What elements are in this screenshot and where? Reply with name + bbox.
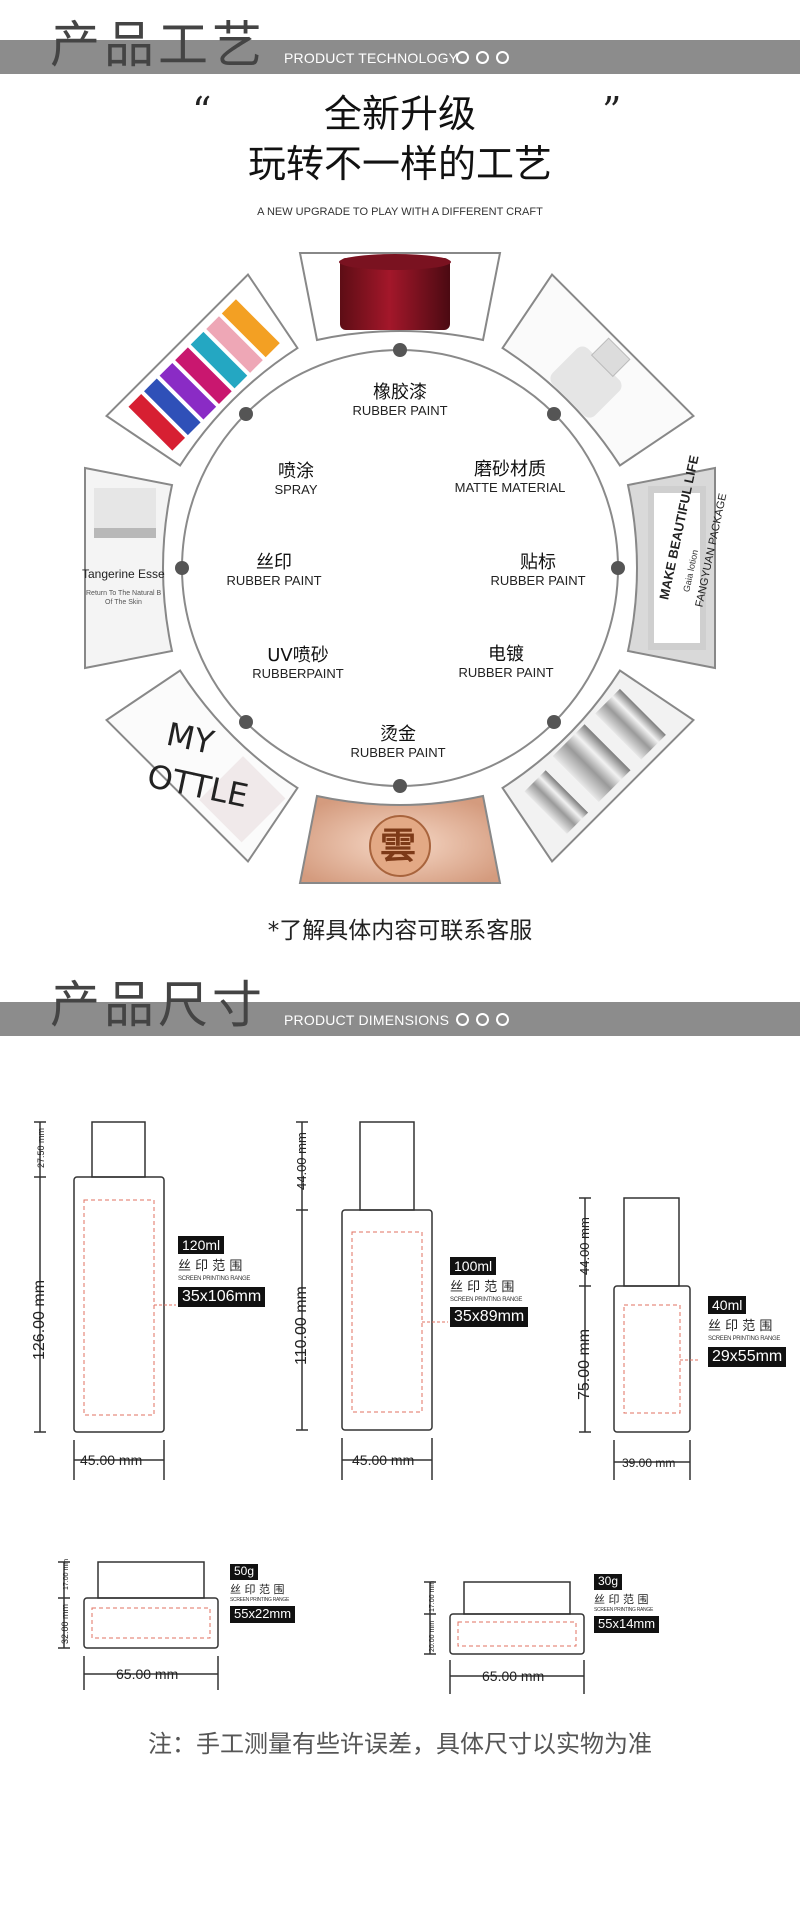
ring-dots <box>175 343 625 793</box>
screen-print-label-en: SCREEN PRINTING RANGE <box>450 1297 523 1303</box>
headline-line2: 玩转不一样的工艺 <box>247 142 552 186</box>
dim-cap-height: 44.00 mm <box>577 1217 592 1275</box>
dim-body-height: 126.00 mm <box>31 1280 48 1360</box>
craft-item: 贴标 RUBBER PAINT <box>490 552 586 588</box>
dim-width: 45.00 mm <box>80 1452 142 1468</box>
section-subtitle: PRODUCT TECHNOLOGY <box>284 50 459 66</box>
tagline: A NEW UPGRADE TO PLAY WITH A DIFFERENT C… <box>257 206 543 218</box>
screen-print-label: 丝 印 范 围 <box>450 1280 515 1295</box>
dim-body-height: 32.00 mm <box>60 1604 70 1644</box>
dim-width: 45.00 mm <box>352 1452 414 1468</box>
photo-frosted-bottle <box>501 272 696 467</box>
photo-red-jar <box>298 252 502 342</box>
dim-width: 39.00 mm <box>622 1456 675 1470</box>
craft-item: 橡胶漆 RUBBER PAINT <box>352 382 448 418</box>
volume-badge: 50g <box>230 1564 259 1580</box>
volume-badge: 30g <box>594 1574 623 1590</box>
stamp-glyph: 雲 <box>380 825 416 867</box>
dim-width: 65.00 mm <box>116 1666 178 1682</box>
dim-cap-height: 44.00 mm <box>294 1132 309 1190</box>
dot-icon <box>456 51 469 64</box>
range-badge: 35x106mm <box>178 1287 266 1308</box>
range-badge: 29x55mm <box>708 1347 787 1368</box>
photo-gold-stamp <box>298 794 502 884</box>
craft-item: 电镀 RUBBER PAINT <box>458 644 554 680</box>
screen-print-label-en: SCREEN PRINTING RANGE <box>230 1597 289 1603</box>
screen-print-label-en: SCREEN PRINTING RANGE <box>708 1336 781 1342</box>
headline-line1: 全新升级 <box>323 92 476 136</box>
section-title: 产品工艺 <box>50 16 266 74</box>
tangerine-sub1: Return To The Natural B <box>86 590 162 597</box>
dot-icon <box>476 51 489 64</box>
dot-icon <box>496 51 509 64</box>
photo-silver-bottles <box>501 669 696 864</box>
open-quote: “ <box>192 89 212 133</box>
screen-print-label: 丝 印 范 围 <box>708 1319 773 1334</box>
volume-badge: 120ml <box>178 1236 225 1255</box>
tangerine-text: Tangerine Esse <box>82 567 165 581</box>
dim-body-height: 75.00 mm <box>576 1329 593 1400</box>
craft-item: 丝印 RUBBER PAINT <box>226 552 322 588</box>
section-header-band <box>0 1002 800 1036</box>
measurement-note: 注：手工测量有些许误差，具体尺寸以实物为准 <box>148 1730 652 1758</box>
tangerine-sub2: Of The Skin <box>105 599 142 606</box>
dot-icon <box>456 1013 469 1026</box>
craft-item: 磨砂材质 MATTE MATERIAL <box>454 459 566 495</box>
dot-icon <box>476 1013 489 1026</box>
close-quote: ” <box>602 89 622 133</box>
craft-item: 喷涂 SPRAY <box>274 461 318 497</box>
screen-print-label: 丝 印 范 围 <box>594 1593 649 1606</box>
craft-wheel: MAKE BEAUTIFUL LIFE Gaia lotion FANGYUAN… <box>82 252 729 884</box>
screen-print-label-en: SCREEN PRINTING RANGE <box>594 1607 653 1613</box>
dim-body-height: 110.00 mm <box>293 1286 310 1365</box>
craft-item: UV喷砂 RUBBERPAINT <box>252 645 344 681</box>
section-subtitle: PRODUCT DIMENSIONS <box>284 1012 450 1028</box>
dim-body-height: 20.00 mm <box>429 1621 436 1652</box>
volume-badge: 100ml <box>450 1257 497 1276</box>
photo-my-bottle <box>104 669 299 864</box>
volume-badge: 40ml <box>708 1296 747 1315</box>
screen-print-label-en: SCREEN PRINTING RANGE <box>178 1276 251 1282</box>
screen-print-label: 丝 印 范 围 <box>178 1259 243 1274</box>
photo-colorful-bottles <box>104 272 299 467</box>
range-badge: 55x22mm <box>230 1606 296 1623</box>
dim-cap-height: 17.00 mm <box>63 1559 70 1590</box>
photo-tangerine-bottle <box>84 466 174 670</box>
contact-note: *了解具体内容可联系客服 <box>267 918 533 944</box>
range-badge: 55x14mm <box>594 1616 660 1633</box>
screen-print-label: 丝 印 范 围 <box>230 1583 285 1596</box>
dim-width: 65.00 mm <box>482 1668 544 1684</box>
section-title: 产品尺寸 <box>50 976 266 1034</box>
dim-cap-height: 17.00 mm <box>429 1581 436 1612</box>
dimension-drawings: 27.50 mm 126.00 mm 45.00 mm 44.00 mm 110… <box>31 1121 700 1694</box>
dim-cap-height: 27.50 mm <box>36 1128 46 1168</box>
section-header-band <box>0 40 800 74</box>
photo-label-bottle <box>626 466 716 670</box>
dot-icon <box>496 1013 509 1026</box>
craft-item: 烫金 RUBBER PAINT <box>350 724 446 760</box>
range-badge: 35x89mm <box>450 1307 529 1328</box>
